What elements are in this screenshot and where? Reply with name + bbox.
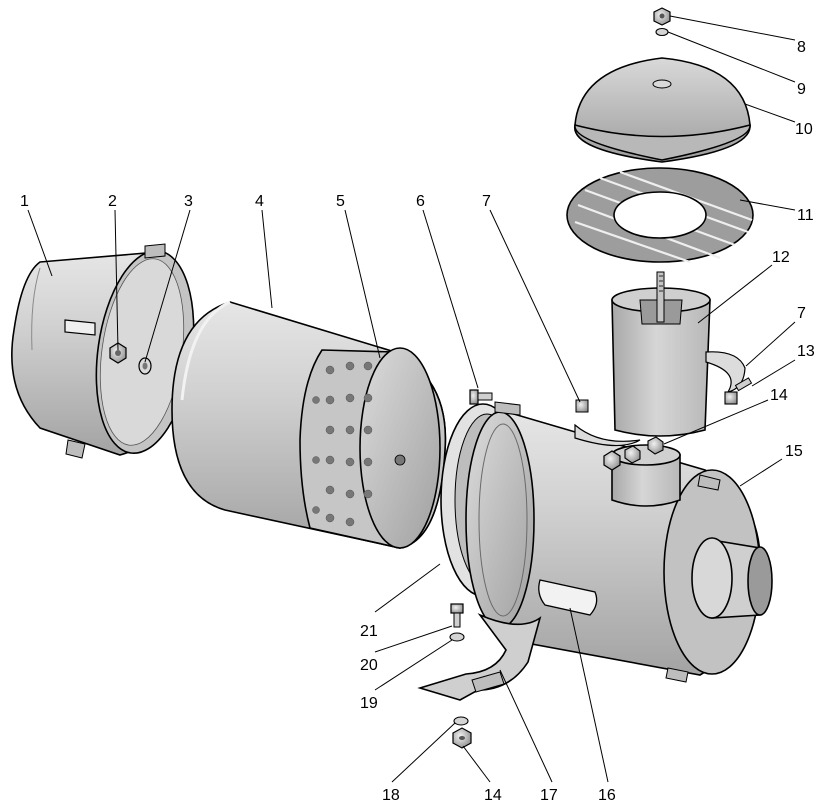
callout-11: 11 xyxy=(797,207,814,224)
part-1-clamp-ring xyxy=(11,243,195,459)
leader-3 xyxy=(144,209,191,363)
callout-18: 18 xyxy=(382,787,400,804)
part-14-nut-upper xyxy=(603,436,664,471)
leader-lines xyxy=(27,15,796,783)
part-11-grille xyxy=(566,167,754,264)
part-20-bolt xyxy=(450,603,464,628)
part-3-washer xyxy=(138,357,152,375)
leader-14b xyxy=(462,745,491,783)
part-19-washer xyxy=(449,632,465,642)
leader-13 xyxy=(751,359,796,387)
housing-intake-neck xyxy=(611,444,681,507)
leader-14a xyxy=(663,399,769,445)
part-18-washer xyxy=(453,716,469,726)
callout-1: 1 xyxy=(20,193,29,210)
leader-15 xyxy=(739,458,783,487)
leader-9 xyxy=(667,31,796,83)
callout-8: 8 xyxy=(797,39,806,56)
callout-5: 5 xyxy=(336,193,345,210)
callout-12: 12 xyxy=(772,249,790,266)
leader-8 xyxy=(669,15,796,41)
leader-16 xyxy=(569,607,609,783)
leader-20 xyxy=(374,625,453,653)
callout-labels: 1 2 3 4 5 6 7 7 8 9 10 11 12 13 14 15 16… xyxy=(20,39,815,804)
leader-2 xyxy=(114,209,119,351)
callout-3: 3 xyxy=(184,193,193,210)
part-5-perforated-element xyxy=(299,347,447,549)
part-13-bolt xyxy=(724,377,753,405)
callout-19: 19 xyxy=(360,695,378,712)
leader-18 xyxy=(391,722,456,783)
leader-21 xyxy=(374,563,441,613)
part-15-housing xyxy=(465,401,773,683)
part-17-support-bracket xyxy=(417,613,542,701)
callout-13: 13 xyxy=(797,343,815,360)
part-14-nut-lower xyxy=(452,727,472,749)
part-12-cyclone-tube xyxy=(611,271,711,437)
callout-21: 21 xyxy=(360,623,378,640)
part-2-nut xyxy=(109,342,127,364)
callout-14a: 14 xyxy=(770,387,788,404)
callout-4: 4 xyxy=(255,193,264,210)
part-9-washer xyxy=(655,27,669,37)
leader-5 xyxy=(344,209,381,359)
callout-6: 6 xyxy=(416,193,425,210)
callout-7b: 7 xyxy=(797,305,806,322)
callout-16: 16 xyxy=(598,787,616,804)
leader-12 xyxy=(697,264,773,324)
callout-7a: 7 xyxy=(482,193,491,210)
callout-14b: 14 xyxy=(484,787,502,804)
callout-9: 9 xyxy=(797,81,806,98)
leader-7a xyxy=(489,209,581,403)
leader-1 xyxy=(27,209,53,277)
leader-17 xyxy=(499,669,553,783)
callout-10: 10 xyxy=(795,121,813,138)
leader-7b xyxy=(745,321,796,367)
callout-15: 15 xyxy=(785,443,803,460)
leader-11 xyxy=(739,199,796,211)
leader-19 xyxy=(374,639,453,691)
part-8-nut xyxy=(653,7,671,26)
callout-2: 2 xyxy=(108,193,117,210)
part-7-band-clamp-left xyxy=(574,399,641,447)
leader-10 xyxy=(744,103,796,123)
callout-17: 17 xyxy=(540,787,558,804)
part-10-cap xyxy=(574,57,751,163)
leader-4 xyxy=(261,209,273,309)
part-6-bolt xyxy=(469,389,493,405)
leader-6 xyxy=(422,209,479,389)
callout-20: 20 xyxy=(360,657,378,674)
